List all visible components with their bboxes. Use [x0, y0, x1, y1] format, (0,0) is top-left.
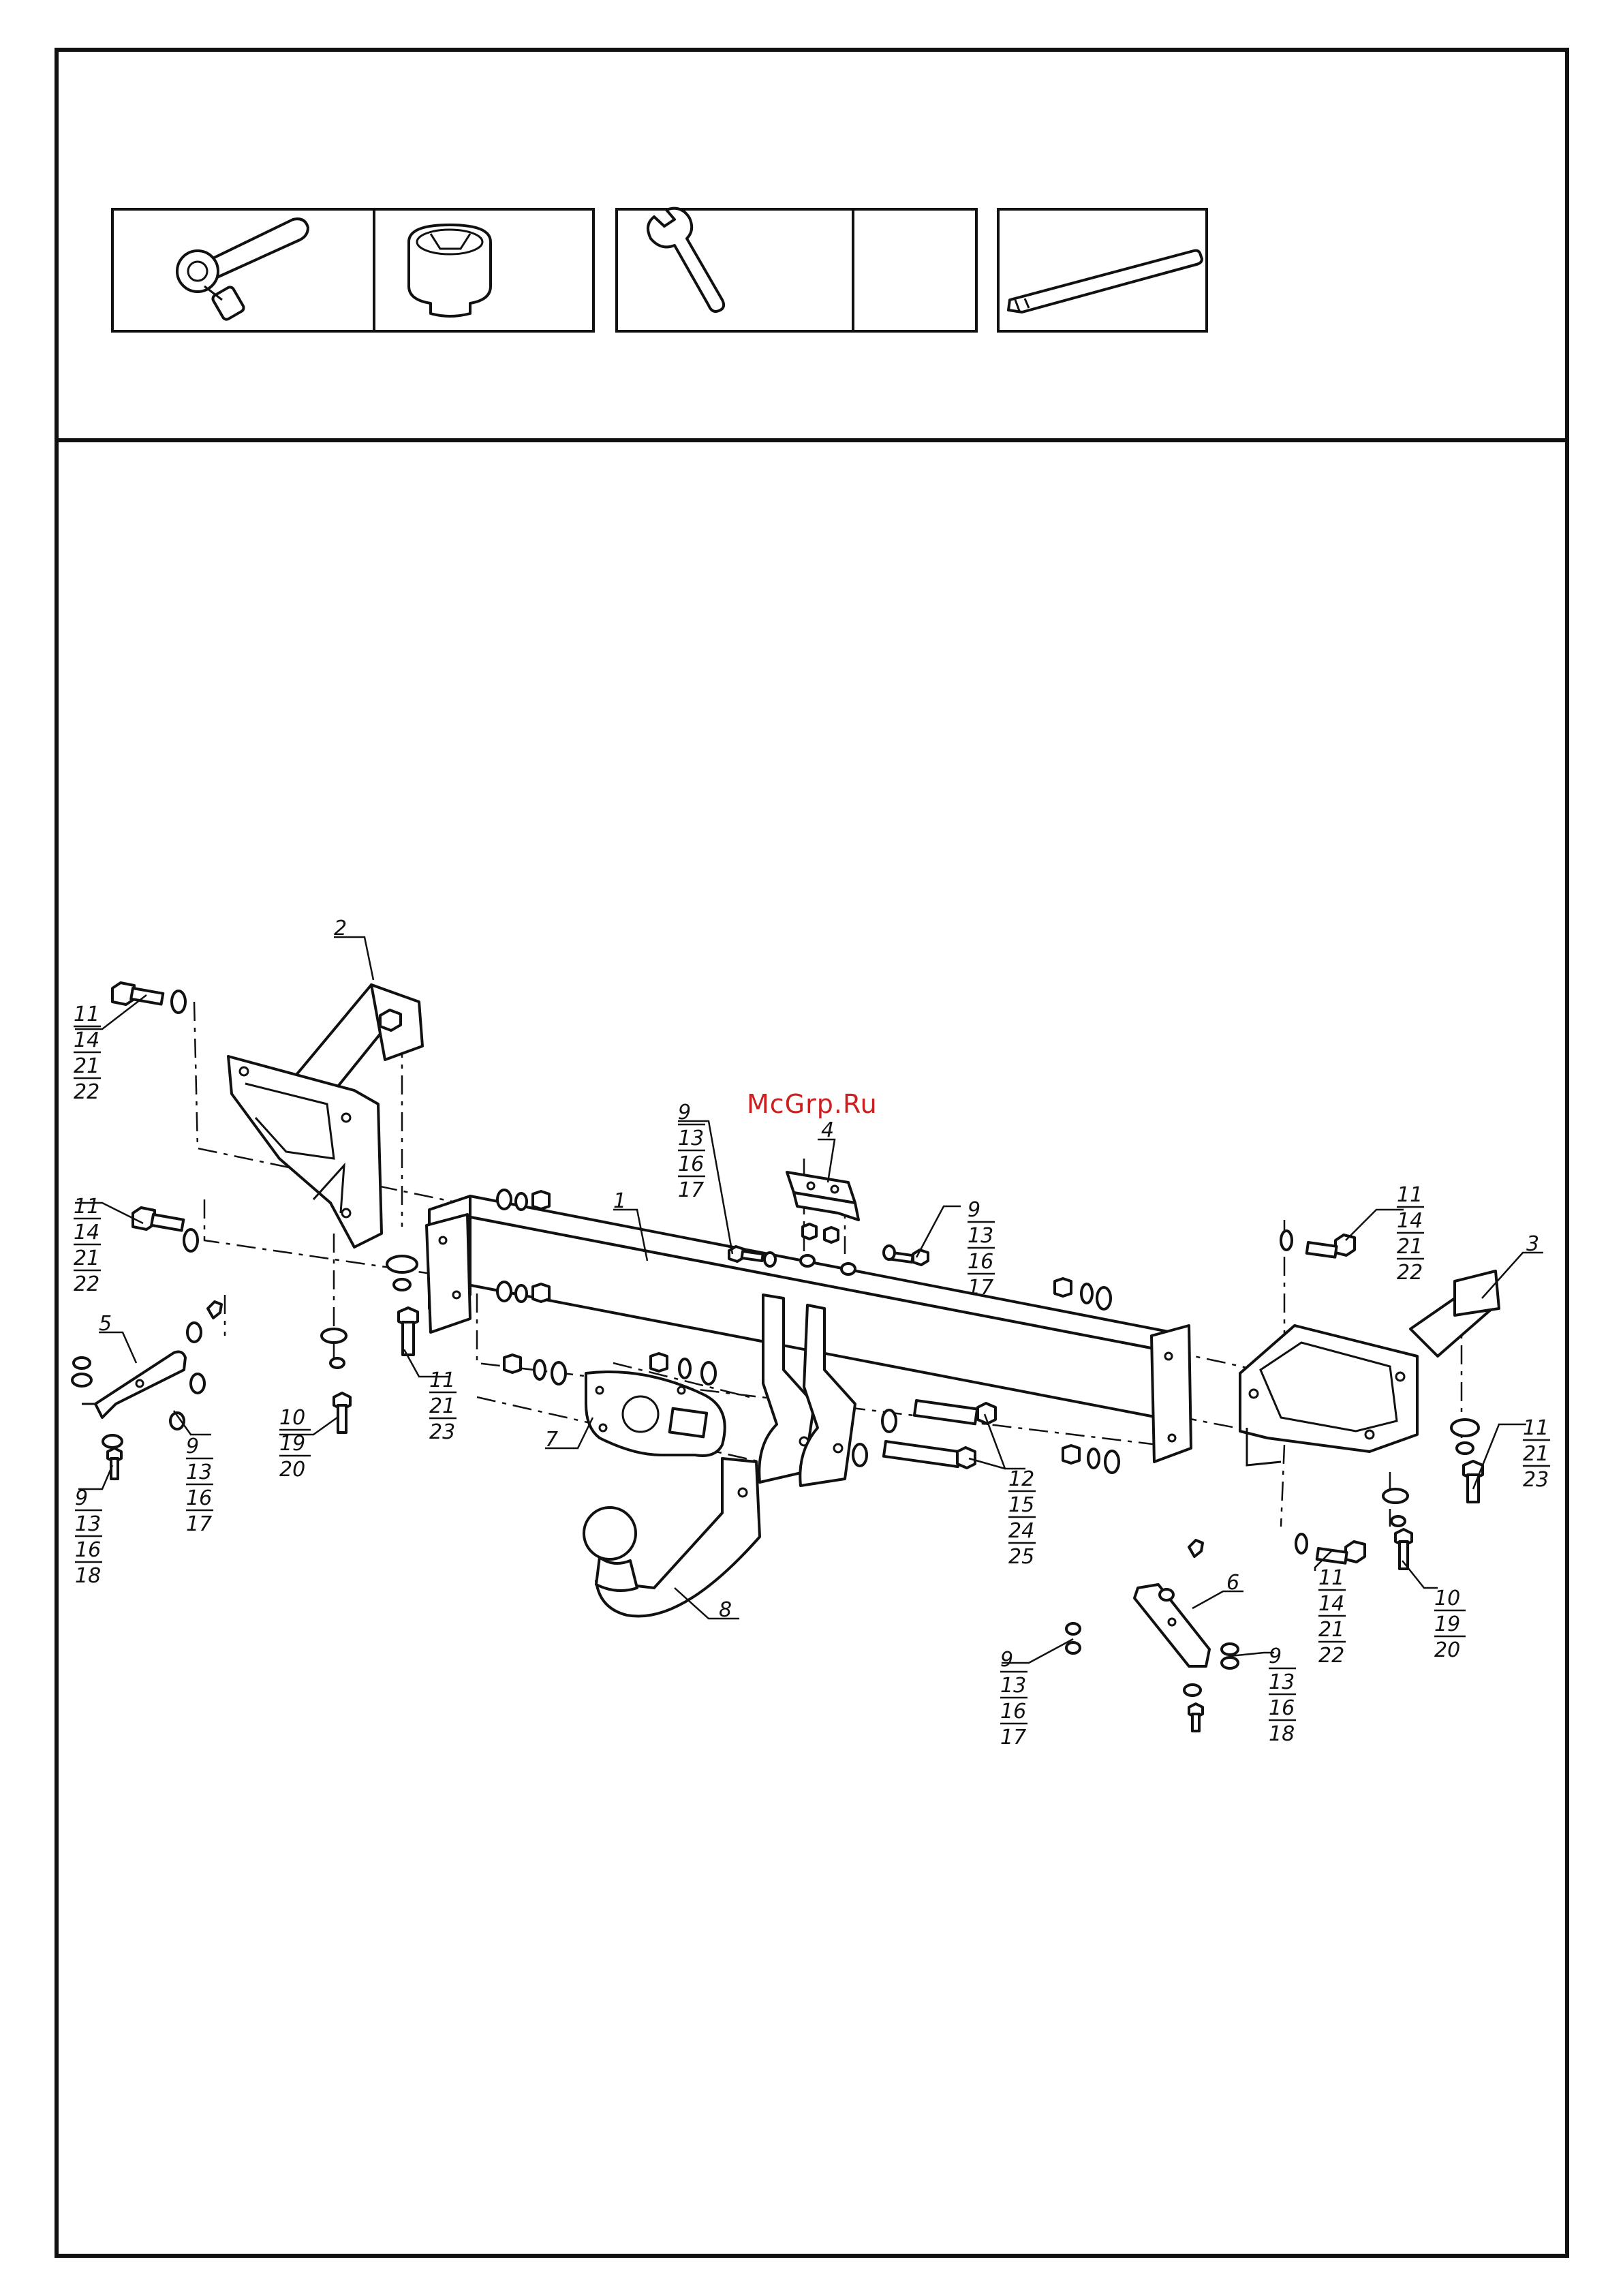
svg-text:20: 20 — [279, 1458, 305, 1482]
svg-text:14: 14 — [74, 1028, 99, 1052]
svg-text:13: 13 — [968, 1224, 993, 1248]
svg-text:11: 11 — [1318, 1566, 1344, 1590]
svg-text:13: 13 — [186, 1460, 212, 1484]
svg-text:21: 21 — [1397, 1235, 1423, 1259]
svg-text:15: 15 — [1008, 1493, 1034, 1517]
svg-text:21: 21 — [429, 1394, 455, 1418]
callout-stack: 11 21 23 — [1523, 1416, 1550, 1492]
svg-text:1: 1 — [613, 1189, 626, 1213]
svg-text:17: 17 — [1000, 1726, 1026, 1749]
svg-text:10: 10 — [1434, 1587, 1460, 1610]
part-4-center-bracket — [787, 1172, 859, 1220]
svg-text:11: 11 — [429, 1368, 455, 1392]
svg-text:19: 19 — [1434, 1612, 1460, 1636]
part-8-tow-ball — [584, 1458, 760, 1617]
svg-text:9: 9 — [678, 1101, 691, 1124]
svg-text:24: 24 — [1008, 1519, 1034, 1543]
pry-bar-icon — [1008, 251, 1202, 312]
svg-text:21: 21 — [74, 1246, 99, 1270]
svg-text:17: 17 — [678, 1178, 704, 1202]
svg-text:4: 4 — [821, 1118, 834, 1142]
callout-3: 3 — [1526, 1232, 1539, 1256]
callout-stack: 9 13 16 17 — [186, 1435, 213, 1536]
callout-stack: 9 13 16 18 — [75, 1486, 102, 1588]
callout-5: 5 — [99, 1312, 112, 1336]
callout-stack: 9 13 16 18 — [1269, 1644, 1296, 1746]
callout-7: 7 — [545, 1428, 558, 1452]
svg-text:13: 13 — [1000, 1674, 1026, 1698]
part-5-left-strap — [82, 1352, 185, 1418]
svg-text:12: 12 — [1008, 1467, 1034, 1491]
watermark: McGrp.Ru — [747, 1089, 878, 1119]
svg-text:9: 9 — [186, 1435, 199, 1458]
svg-text:11: 11 — [1523, 1416, 1549, 1440]
svg-text:11: 11 — [74, 1002, 99, 1026]
svg-text:20: 20 — [1434, 1638, 1460, 1662]
svg-text:18: 18 — [75, 1564, 101, 1588]
svg-text:9: 9 — [75, 1486, 88, 1510]
callout-1: 1 — [613, 1189, 626, 1213]
callout-8: 8 — [719, 1598, 732, 1622]
svg-text:11: 11 — [74, 1195, 99, 1219]
svg-text:2: 2 — [334, 917, 347, 940]
svg-text:17: 17 — [968, 1276, 993, 1300]
svg-text:23: 23 — [429, 1420, 455, 1444]
part-2-left-bracket — [228, 985, 422, 1247]
svg-text:9: 9 — [1269, 1644, 1282, 1668]
part-7-socket-plate — [586, 1372, 725, 1456]
svg-text:22: 22 — [1397, 1261, 1423, 1285]
svg-text:19: 19 — [279, 1432, 305, 1456]
callout-stack: 11 14 21 22 — [1318, 1566, 1346, 1668]
svg-text:3: 3 — [1526, 1232, 1539, 1256]
callout-2: 2 — [334, 917, 347, 940]
svg-text:13: 13 — [678, 1127, 704, 1150]
svg-text:6: 6 — [1226, 1571, 1239, 1595]
svg-text:13: 13 — [1269, 1670, 1295, 1694]
svg-text:16: 16 — [1000, 1700, 1026, 1724]
svg-text:17: 17 — [186, 1512, 212, 1536]
svg-text:21: 21 — [74, 1054, 99, 1078]
svg-text:22: 22 — [74, 1080, 99, 1104]
callout-stack: 11 14 21 22 — [74, 1195, 101, 1296]
svg-text:14: 14 — [74, 1221, 99, 1244]
svg-text:8: 8 — [719, 1598, 732, 1622]
callout-stack: 11 14 21 22 — [74, 1002, 101, 1104]
callout-stack: 10 19 20 — [1434, 1587, 1466, 1662]
svg-text:16: 16 — [968, 1250, 993, 1274]
svg-text:18: 18 — [1269, 1722, 1295, 1746]
callout-6: 6 — [1226, 1571, 1239, 1595]
callout-stack: 9 13 16 17 — [968, 1198, 995, 1300]
callout-stack: 10 19 20 — [279, 1406, 311, 1482]
svg-text:13: 13 — [75, 1512, 101, 1536]
wrench-icon — [648, 209, 724, 311]
svg-text:25: 25 — [1008, 1545, 1034, 1569]
svg-text:16: 16 — [75, 1538, 101, 1562]
svg-text:10: 10 — [279, 1406, 305, 1430]
svg-text:22: 22 — [1318, 1644, 1344, 1668]
svg-text:22: 22 — [74, 1272, 99, 1296]
svg-text:14: 14 — [1397, 1209, 1423, 1233]
callout-stack: 11 21 23 — [429, 1368, 457, 1444]
callout-stack: 9 13 16 17 — [678, 1101, 705, 1202]
svg-text:21: 21 — [1318, 1618, 1344, 1642]
svg-text:16: 16 — [186, 1486, 212, 1510]
svg-text:5: 5 — [99, 1312, 112, 1336]
callout-stack: 12 15 24 25 — [1008, 1467, 1036, 1569]
callout-4: 4 — [821, 1118, 834, 1142]
socket-icon — [409, 225, 491, 316]
svg-text:9: 9 — [1000, 1648, 1013, 1672]
svg-text:16: 16 — [678, 1152, 704, 1176]
svg-text:7: 7 — [545, 1428, 558, 1452]
svg-text:23: 23 — [1523, 1468, 1549, 1492]
svg-text:21: 21 — [1523, 1442, 1549, 1466]
svg-text:9: 9 — [968, 1198, 980, 1222]
ratchet-icon — [177, 219, 308, 321]
svg-text:11: 11 — [1397, 1183, 1423, 1207]
svg-text:16: 16 — [1269, 1696, 1295, 1720]
callout-stack: 11 14 21 22 — [1397, 1183, 1424, 1285]
svg-text:14: 14 — [1318, 1592, 1344, 1616]
